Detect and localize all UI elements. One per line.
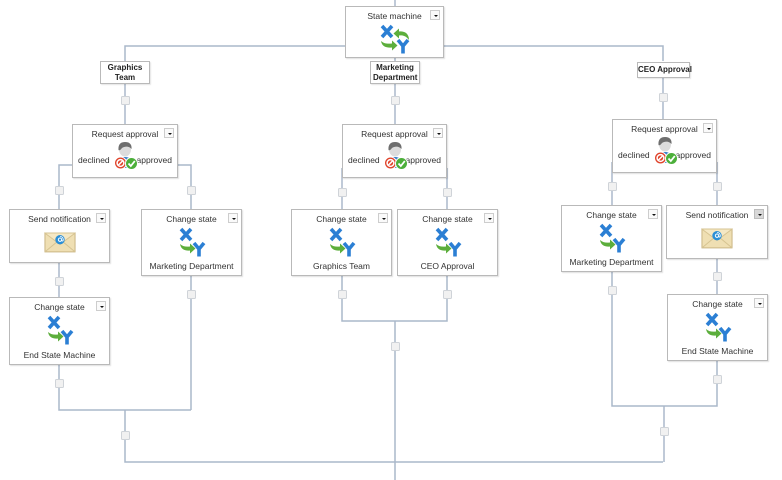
send-notification-activity[interactable]: Send notification [9,209,110,263]
dropdown-button[interactable] [96,213,106,223]
activity-title: Change state [34,302,85,312]
change-state-activity[interactable]: Change state Marketing Department [141,209,242,276]
change-state-icon [329,227,355,257]
connector-line [444,45,664,61]
drop-target[interactable] [713,375,722,384]
change-state-activity[interactable]: Change state End State Machine [667,294,768,361]
drop-target[interactable] [338,290,347,299]
drop-target[interactable] [121,96,130,105]
approved-outcome-label: approved [675,150,711,160]
drop-target[interactable] [608,286,617,295]
activity-title: Change state [422,214,473,224]
change-state-icon [705,312,731,342]
dropdown-button[interactable] [703,123,713,133]
activity-title: Change state [316,214,367,224]
dropdown-button[interactable] [378,213,388,223]
change-state-activity[interactable]: Change state Graphics Team [291,209,392,276]
dropdown-button[interactable] [433,128,443,138]
drop-target[interactable] [187,290,196,299]
change-state-icon [435,227,461,257]
drop-target[interactable] [55,379,64,388]
drop-target[interactable] [121,431,130,440]
activity-title: Request approval [361,129,428,139]
approval-person-icon [114,142,138,170]
activity-title: State machine [367,11,422,21]
change-state-icon [47,315,73,345]
dropdown-button[interactable] [648,209,658,219]
drop-target[interactable] [443,290,452,299]
target-state-label: Graphics Team [312,261,370,271]
dropdown-button[interactable] [96,301,106,311]
dropdown-button[interactable] [484,213,494,223]
request-approval-activity[interactable]: Request approval declined approved [612,119,717,173]
envelope-icon [43,232,76,253]
approval-person-icon [653,137,678,165]
approved-outcome-label: approved [136,155,172,165]
connector-line [124,410,663,463]
request-approval-activity[interactable]: Request approval declined approved [342,124,447,178]
change-state-activity[interactable]: Change state Marketing Department [561,205,662,272]
connector-line [58,365,191,411]
envelope-icon [701,228,733,249]
activity-title: Send notification [28,214,91,224]
declined-outcome-label: declined [618,150,650,160]
target-state-label: End State Machine [681,346,754,356]
drop-target[interactable] [608,182,617,191]
approved-outcome-label: approved [405,155,441,165]
approval-person-icon [383,142,408,170]
target-state-label: End State Machine [23,350,96,360]
target-state-label: CEO Approval [420,261,475,271]
dropdown-button[interactable] [754,298,764,308]
target-state-label: Marketing Department [149,261,234,271]
connector-line [341,276,448,322]
dropdown-button[interactable] [164,128,174,138]
drop-target[interactable] [55,186,64,195]
drop-target[interactable] [391,96,400,105]
state-machine-activity[interactable]: State machine [345,6,444,58]
declined-outcome-label: declined [348,155,380,165]
drop-target[interactable] [660,427,669,436]
drop-target[interactable] [659,93,668,102]
drop-target[interactable] [391,342,400,351]
change-state-icon [179,227,205,257]
state-label-graphics-team[interactable]: Graphics Team [100,61,150,84]
dropdown-button[interactable] [430,10,440,20]
change-state-activity[interactable]: Change state End State Machine [9,297,110,365]
activity-title: Request approval [631,124,698,134]
state-label-marketing-department[interactable]: Marketing Department [370,61,420,84]
drop-target[interactable] [713,272,722,281]
drop-target[interactable] [713,182,722,191]
drop-target[interactable] [443,188,452,197]
activity-title: Request approval [91,129,159,139]
activity-title: Change state [692,299,743,309]
drop-target[interactable] [338,188,347,197]
activity-title: Send notification [685,210,749,220]
send-notification-activity[interactable]: Send notification [666,205,768,259]
drop-target[interactable] [55,277,64,286]
state-label-ceo-approval[interactable]: CEO Approval [637,62,692,78]
drop-target[interactable] [187,186,196,195]
declined-outcome-label: declined [78,155,110,165]
change-state-icon [599,223,625,253]
state-machine-icon [380,24,409,54]
activity-title: Change state [166,214,217,224]
dropdown-button[interactable] [228,213,238,223]
activity-title: Change state [586,210,637,220]
request-approval-activity[interactable]: Request approval declined approved [72,124,178,178]
change-state-activity[interactable]: Change state CEO Approval [397,209,498,276]
dropdown-button[interactable] [754,209,764,219]
target-state-label: Marketing Department [569,257,654,267]
connector-line [124,45,345,61]
